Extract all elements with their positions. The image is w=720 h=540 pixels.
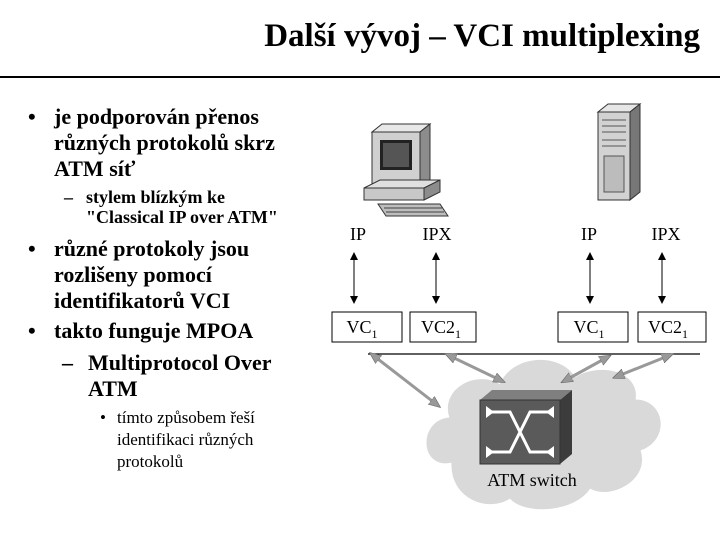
mapping-arrows — [350, 252, 666, 304]
bullet-3-sub-line-2: ATM — [88, 376, 138, 401]
bullet-3-line-1: takto funguje MPOA — [54, 318, 254, 343]
vc-label-main: VC — [346, 317, 371, 337]
vc-label-sub: 1 — [599, 327, 605, 341]
vc-label-sub: 1 — [455, 327, 461, 341]
protocol-label-ipx: IPX — [651, 224, 680, 244]
vc-connection-arrow — [566, 358, 606, 380]
atm-switch-icon — [479, 390, 572, 465]
svg-text:VC1: VC1 — [573, 317, 604, 341]
bullet-1-sub-line-2: "Classical IP over ATM" — [86, 207, 278, 227]
sub-dash: – — [64, 187, 73, 207]
sub-dash: – — [62, 350, 73, 375]
vc-label-sub: 1 — [682, 327, 688, 341]
bullet-2-line-1: různé protokoly jsou — [54, 236, 250, 261]
slide-title: Další vývoj – VCI multiplexing — [264, 18, 700, 54]
vc-label-box: VC21 — [637, 311, 707, 343]
vc-label-main: VC — [573, 317, 598, 337]
vc-label-main: VC2 — [421, 317, 455, 337]
protocol-label-ip: IP — [350, 224, 366, 244]
bullet-marker: • — [28, 236, 36, 261]
svg-text:VC1: VC1 — [346, 317, 377, 341]
bullet-3-subsub-line-3: protokolů — [117, 452, 184, 471]
bullet-marker: • — [28, 318, 36, 343]
bullet-marker-small: • — [100, 408, 106, 427]
vc-label-main: VC2 — [648, 317, 682, 337]
bullet-2-line-2: rozlišeny pomocí — [54, 262, 212, 287]
bullet-1-line-3: ATM síť — [54, 156, 136, 181]
vc-label-box: VC1 — [557, 311, 629, 343]
title-divider — [0, 76, 720, 78]
vc-connection-arrow — [618, 356, 668, 376]
protocol-label-ip: IP — [581, 224, 597, 244]
vc-connection-arrow — [450, 356, 500, 380]
svg-text:VC21: VC21 — [648, 317, 688, 341]
switch-label: ATM switch — [487, 470, 577, 490]
svg-text:VC21: VC21 — [421, 317, 461, 341]
vc-label-sub: 1 — [372, 327, 378, 341]
vc-label-box: VC21 — [409, 311, 477, 343]
bullet-1-line-2: různých protokolů skrz — [54, 130, 275, 155]
server-tower-icon — [596, 102, 642, 202]
bullet-1-sub-line-1: stylem blízkým ke — [86, 187, 225, 207]
vc-label-box: VC1 — [331, 311, 403, 343]
vc-connection-arrows — [374, 356, 668, 404]
bullet-3-sub-line-1: Multiprotocol Over — [88, 350, 272, 375]
bullet-1-line-1: je podporován přenos — [54, 104, 259, 129]
bullet-3-subsub-line-1: tímto způsobem řeší — [117, 408, 255, 427]
bullet-2-line-3: identifikatorů VCI — [54, 288, 231, 313]
protocol-label-ipx: IPX — [422, 224, 451, 244]
desktop-computer-icon — [363, 122, 449, 217]
bullet-marker: • — [28, 104, 36, 129]
vc-connection-arrow — [374, 356, 436, 404]
bullet-3-subsub-line-2: identifikaci různých — [117, 430, 254, 449]
